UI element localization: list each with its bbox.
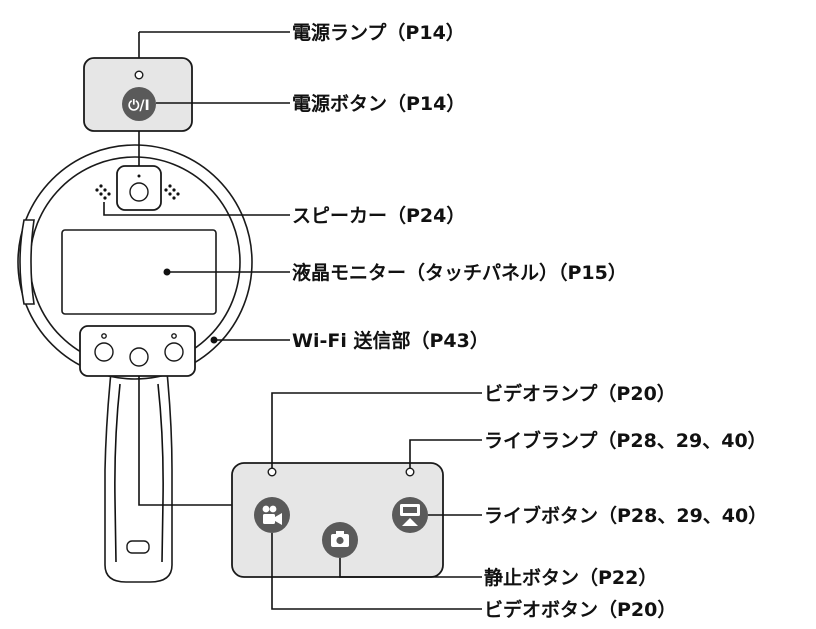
label-power-button: 電源ボタン（P14） [292, 92, 465, 115]
label-wifi-transmitter: Wi-Fi 送信部（P43） [292, 329, 489, 352]
label-live-lamp: ライブランプ（P28、29、40） [484, 429, 767, 452]
label-video-button: ビデオボタン（P20） [484, 598, 676, 621]
speaker-holes-left [95, 184, 111, 200]
label-video-lamp: ビデオランプ（P20） [484, 382, 676, 405]
small-live-lamp [171, 333, 177, 339]
control-panel-box [231, 462, 444, 578]
speaker-leader [103, 202, 290, 216]
control-panel [231, 392, 482, 610]
button-box-connector [138, 376, 232, 506]
label-speaker: スピーカー（P24） [292, 204, 465, 227]
speaker-dot [137, 174, 141, 178]
still-button-leader [339, 558, 482, 578]
handle-inner-line [114, 383, 164, 563]
small-live-button [164, 342, 184, 362]
speaker-holes-right [164, 184, 180, 200]
video-camera-icon [262, 505, 282, 525]
side-grip [19, 219, 35, 305]
video-lamp [267, 467, 277, 477]
label-lcd-monitor: 液晶モニター（タッチパネル）（P15） [292, 261, 627, 284]
live-lamp-leader [409, 439, 482, 468]
live-lamp [405, 467, 415, 477]
video-lamp-leader [271, 392, 482, 468]
device-body [17, 144, 253, 583]
label-still-button: 静止ボタン（P22） [484, 566, 657, 589]
small-video-lamp [101, 333, 107, 339]
small-video-button [94, 342, 114, 362]
small-still-button [129, 347, 149, 367]
camera-icon [331, 531, 349, 547]
video-button-leader [271, 533, 482, 610]
label-live-button: ライブボタン（P28、29、40） [484, 504, 767, 527]
label-power-lamp: 電源ランプ（P14） [292, 21, 465, 44]
handle-slot [126, 540, 150, 554]
speaker-button [129, 182, 149, 202]
live-stream-icon [400, 504, 420, 526]
power-panel: ⏻/I [83, 31, 290, 166]
power-lamp [134, 70, 144, 80]
power-icon: ⏻/I [128, 98, 149, 114]
power-button[interactable] [122, 87, 156, 121]
